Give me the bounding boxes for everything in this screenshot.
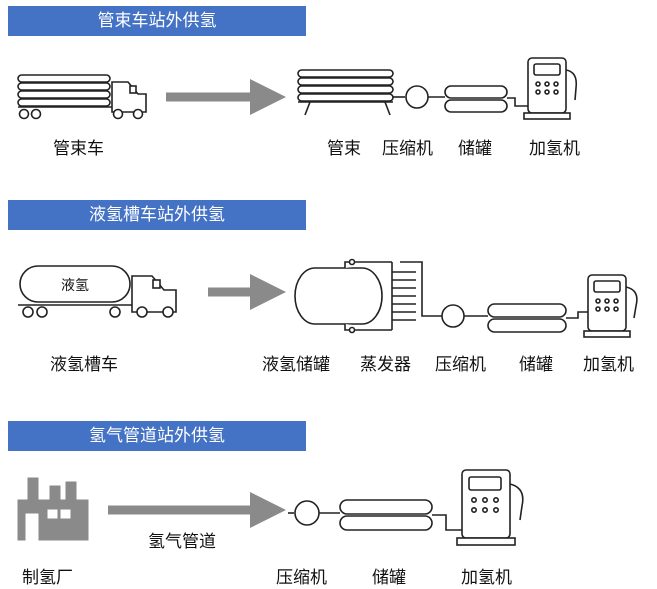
dispenser-icon <box>456 469 524 546</box>
compressor-icon <box>441 304 488 328</box>
storage-tank-icon <box>487 303 588 333</box>
dispenser-icon <box>583 274 638 338</box>
source-label: 液氢槽车 <box>50 355 118 375</box>
station-label-dispenser: 加氢机 <box>529 139 580 159</box>
station-label-dispenser: 加氢机 <box>583 355 634 375</box>
station-label-storage-tank: 储罐 <box>458 139 492 159</box>
station-label-compressor: 压缩机 <box>276 568 327 588</box>
station-label-storage-tank: 储罐 <box>519 355 553 375</box>
pipeline-label: 氢气管道 <box>148 532 216 552</box>
station-label-lh2-tank: 液氢储罐 <box>262 355 330 375</box>
station-label-storage-tank: 储罐 <box>372 568 406 588</box>
section-1-title: 管束车站外供氢 <box>8 6 306 36</box>
lh2-storage-tank-icon <box>294 258 392 334</box>
tube-bundle-icon <box>297 69 394 116</box>
factory-icon <box>17 477 89 541</box>
station-label-compressor: 压缩机 <box>435 355 486 375</box>
compressor-icon <box>393 85 445 109</box>
source-label: 制氢厂 <box>22 568 73 588</box>
section-3-title: 氢气管道站外供氢 <box>8 421 306 451</box>
lh2-tanker-icon <box>18 265 177 318</box>
storage-tank-icon <box>339 499 462 531</box>
dispenser-icon <box>523 57 578 120</box>
tanker-text: 液氢 <box>61 278 89 294</box>
storage-tank-icon <box>444 85 528 113</box>
station-label-compressor: 压缩机 <box>382 139 433 159</box>
compressor-icon <box>288 500 340 526</box>
station-label-dispenser: 加氢机 <box>461 568 512 588</box>
tube-trailer-icon <box>17 74 147 120</box>
vaporizer-icon <box>391 261 442 330</box>
station-label-tube-bundle: 管束 <box>327 139 361 159</box>
source-label: 管束车 <box>53 139 104 159</box>
section-2-title: 液氢槽车站外供氢 <box>8 200 306 230</box>
station-label-vaporizer: 蒸发器 <box>360 355 411 375</box>
